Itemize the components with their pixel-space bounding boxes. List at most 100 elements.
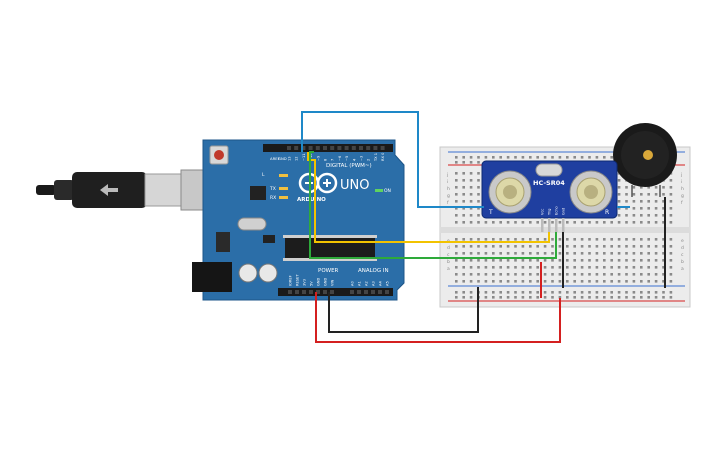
breadboard-hole[interactable] — [469, 252, 473, 255]
breadboard-hole[interactable] — [469, 214, 473, 217]
analog-pin[interactable] — [350, 290, 354, 294]
sensor-pin[interactable] — [555, 218, 558, 232]
breadboard-hole[interactable] — [625, 193, 628, 196]
breadboard-hole[interactable] — [647, 207, 650, 210]
breadboard-hole[interactable] — [462, 214, 465, 217]
breadboard-hole[interactable] — [514, 245, 517, 248]
breadboard-hole[interactable] — [617, 186, 621, 189]
breadboard-hole[interactable] — [455, 214, 458, 217]
breadboard-hole[interactable] — [610, 221, 613, 224]
breadboard-hole[interactable] — [469, 273, 473, 276]
breadboard-hole[interactable] — [536, 238, 539, 241]
breadboard-hole[interactable] — [632, 259, 636, 262]
breadboard-hole[interactable] — [543, 266, 547, 269]
reset-button[interactable] — [214, 150, 224, 160]
wire-red[interactable] — [315, 292, 561, 343]
breadboard-hole[interactable] — [625, 273, 628, 276]
breadboard-hole[interactable] — [492, 259, 495, 262]
breadboard-hole[interactable] — [558, 245, 562, 248]
breadboard-hole[interactable] — [477, 156, 480, 159]
breadboard-hole[interactable] — [462, 207, 465, 210]
breadboard-hole[interactable] — [603, 245, 606, 248]
breadboard-hole[interactable] — [647, 291, 650, 294]
breadboard-hole[interactable] — [610, 238, 613, 241]
breadboard-hole[interactable] — [669, 186, 673, 189]
breadboard-hole[interactable] — [536, 280, 539, 283]
breadboard-hole[interactable] — [669, 266, 673, 269]
breadboard-hole[interactable] — [640, 266, 643, 269]
breadboard-hole[interactable] — [484, 280, 488, 283]
breadboard-hole[interactable] — [469, 266, 473, 269]
breadboard-hole[interactable] — [669, 273, 673, 276]
breadboard-hole[interactable] — [669, 221, 673, 224]
power-pin[interactable] — [309, 290, 313, 294]
breadboard-hole[interactable] — [484, 156, 488, 159]
breadboard-hole[interactable] — [610, 291, 613, 294]
breadboard-hole[interactable] — [529, 238, 532, 241]
breadboard-hole[interactable] — [469, 245, 473, 248]
breadboard-hole[interactable] — [529, 252, 532, 255]
breadboard-hole[interactable] — [558, 273, 562, 276]
breadboard-hole[interactable] — [455, 161, 458, 164]
breadboard-hole[interactable] — [462, 280, 465, 283]
breadboard-hole[interactable] — [536, 273, 539, 276]
breadboard-hole[interactable] — [506, 280, 510, 283]
digital-pin[interactable] — [287, 146, 291, 150]
breadboard-hole[interactable] — [477, 259, 480, 262]
breadboard-hole[interactable] — [654, 193, 658, 196]
breadboard-hole[interactable] — [514, 221, 517, 224]
breadboard-hole[interactable] — [514, 296, 517, 299]
breadboard-hole[interactable] — [492, 252, 495, 255]
breadboard-hole[interactable] — [506, 245, 510, 248]
breadboard-hole[interactable] — [603, 221, 606, 224]
breadboard-hole[interactable] — [469, 156, 473, 159]
breadboard-hole[interactable] — [669, 291, 673, 294]
breadboard-hole[interactable] — [499, 238, 502, 241]
breadboard-hole[interactable] — [654, 291, 658, 294]
breadboard-hole[interactable] — [462, 273, 465, 276]
breadboard-hole[interactable] — [551, 259, 554, 262]
breadboard-hole[interactable] — [617, 193, 621, 196]
breadboard-hole[interactable] — [455, 179, 458, 182]
breadboard-hole[interactable] — [632, 193, 636, 196]
breadboard-hole[interactable] — [588, 296, 591, 299]
breadboard-hole[interactable] — [632, 296, 636, 299]
breadboard-hole[interactable] — [529, 291, 532, 294]
breadboard-hole[interactable] — [521, 252, 525, 255]
breadboard-hole[interactable] — [662, 259, 665, 262]
breadboard-hole[interactable] — [662, 186, 665, 189]
breadboard-hole[interactable] — [632, 207, 636, 210]
breadboard-hole[interactable] — [455, 156, 458, 159]
breadboard-hole[interactable] — [521, 238, 525, 241]
breadboard-hole[interactable] — [662, 193, 665, 196]
breadboard-hole[interactable] — [580, 156, 584, 159]
breadboard-hole[interactable] — [492, 245, 495, 248]
breadboard-hole[interactable] — [462, 193, 465, 196]
wire-yellow[interactable] — [307, 152, 550, 243]
breadboard-hole[interactable] — [551, 238, 554, 241]
breadboard-hole[interactable] — [462, 238, 465, 241]
breadboard-hole[interactable] — [551, 266, 554, 269]
breadboard-hole[interactable] — [610, 245, 613, 248]
breadboard-hole[interactable] — [484, 291, 488, 294]
breadboard-hole[interactable] — [558, 296, 562, 299]
breadboard-hole[interactable] — [640, 207, 643, 210]
breadboard-hole[interactable] — [514, 280, 517, 283]
breadboard-hole[interactable] — [484, 245, 488, 248]
breadboard-hole[interactable] — [640, 273, 643, 276]
breadboard-hole[interactable] — [492, 273, 495, 276]
breadboard-hole[interactable] — [573, 259, 576, 262]
breadboard-hole[interactable] — [647, 186, 650, 189]
breadboard-hole[interactable] — [595, 291, 599, 294]
breadboard-hole[interactable] — [499, 291, 502, 294]
breadboard-hole[interactable] — [573, 252, 576, 255]
breadboard-hole[interactable] — [484, 266, 488, 269]
breadboard-hole[interactable] — [521, 291, 525, 294]
breadboard-hole[interactable] — [551, 291, 554, 294]
breadboard-hole[interactable] — [506, 296, 510, 299]
analog-pin[interactable] — [371, 290, 375, 294]
breadboard-hole[interactable] — [551, 252, 554, 255]
breadboard-hole[interactable] — [654, 238, 658, 241]
breadboard-hole[interactable] — [455, 186, 458, 189]
breadboard-hole[interactable] — [543, 259, 547, 262]
